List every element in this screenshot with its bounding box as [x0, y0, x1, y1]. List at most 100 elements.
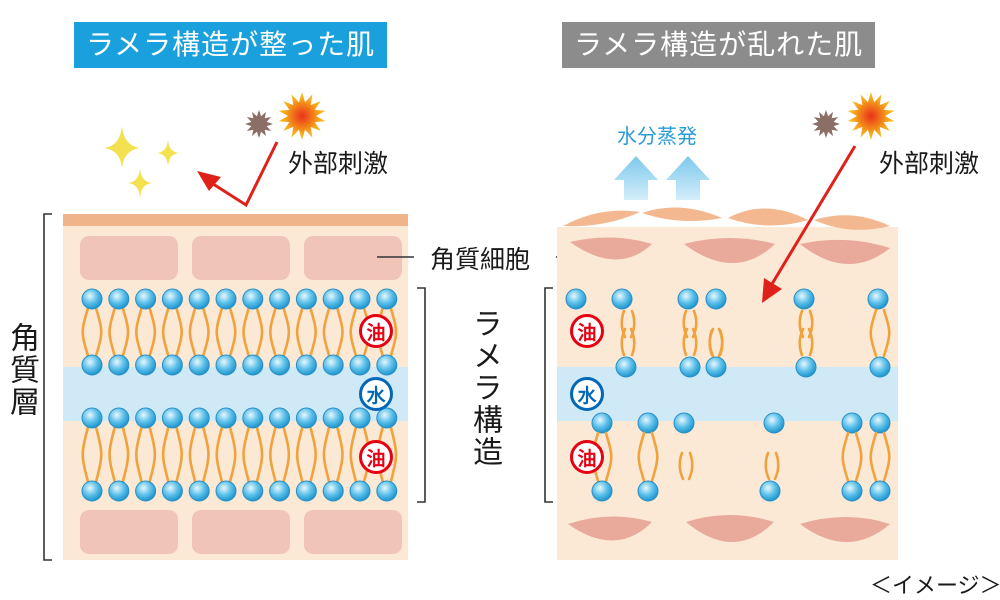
lipid-tail	[708, 327, 724, 357]
left-corneocyte	[80, 510, 178, 554]
right-corneocyte	[800, 517, 890, 542]
footnote-image-note: ＜イメージ＞	[870, 574, 1000, 599]
oil-badge-left-top: 油	[359, 314, 393, 348]
lipid-head	[215, 354, 237, 376]
sparkle-icon	[157, 140, 179, 166]
right-corneocyte	[570, 237, 652, 260]
lipid-tail	[637, 431, 659, 483]
lipid-head	[108, 407, 130, 429]
lipid-head	[269, 480, 291, 502]
label-corneocyte: 角質細胞	[430, 245, 531, 274]
right-corneocyte	[568, 516, 652, 541]
lipid-head	[565, 288, 587, 310]
lipid-tail	[81, 425, 103, 484]
lipid-head	[673, 412, 695, 434]
oil-badge-left-bottom: 油	[359, 440, 393, 474]
brown-burst-icon	[812, 110, 840, 138]
sparkle-icon	[104, 126, 140, 168]
lipid-tail	[81, 306, 103, 358]
lipid-tail	[295, 425, 317, 484]
lipid-head	[322, 354, 344, 376]
left-surface-layer	[63, 214, 408, 226]
lipid-tail	[242, 425, 264, 484]
left-corneocyte	[192, 510, 290, 554]
lipid-head	[161, 480, 183, 502]
lipid-tail	[161, 306, 183, 358]
lipid-head	[637, 480, 659, 502]
lipid-head	[161, 288, 183, 310]
lipid-head	[591, 480, 613, 502]
lipid-tail	[295, 306, 317, 358]
lipid-tail	[764, 451, 780, 481]
lipid-head	[108, 288, 130, 310]
lipid-head	[242, 288, 264, 310]
lipid-head	[349, 480, 371, 502]
lipid-tail	[869, 431, 891, 483]
lipid-head	[135, 288, 157, 310]
flake	[642, 207, 722, 222]
lipid-head	[763, 412, 785, 434]
lipid-tail	[135, 425, 157, 484]
lipid-head	[215, 480, 237, 502]
lipid-tail	[108, 306, 130, 358]
lipid-head	[867, 288, 889, 310]
lipid-head	[161, 407, 183, 429]
lipid-head	[611, 288, 633, 310]
lipid-head	[677, 288, 699, 310]
lipid-head	[637, 412, 659, 434]
lipid-head	[705, 356, 727, 378]
lipid-head	[295, 407, 317, 429]
title-healthy-skin: ラメラ構造が整った肌	[74, 22, 388, 68]
brown-burst-icon	[245, 110, 273, 138]
title-damaged-skin: ラメラ構造が乱れた肌	[562, 22, 876, 68]
lipid-tail	[269, 306, 291, 358]
lipid-head	[269, 354, 291, 376]
lipid-tail	[242, 306, 264, 358]
arrowhead-icon	[197, 171, 221, 191]
lipid-head	[215, 407, 237, 429]
lipid-tail	[322, 306, 344, 358]
lipid-tail	[215, 425, 237, 484]
arrowhead-icon	[762, 278, 782, 303]
lipid-tail	[215, 306, 237, 358]
water-badge-right: 水	[570, 377, 604, 411]
lipid-head	[759, 480, 781, 502]
lipid-tail	[135, 306, 157, 358]
oil-badge-right-bottom: 油	[570, 440, 604, 474]
lipid-head	[81, 407, 103, 429]
lipid-head	[269, 407, 291, 429]
lipid-head	[322, 480, 344, 502]
lipid-tail	[798, 327, 814, 357]
lipid-head	[81, 480, 103, 502]
lipid-head	[108, 354, 130, 376]
left-corneocyte	[80, 236, 178, 280]
lipid-head	[376, 354, 398, 376]
lipid-tail	[108, 425, 130, 484]
lipid-tail	[620, 327, 636, 357]
lipid-head	[135, 480, 157, 502]
right-corneocyte	[800, 239, 890, 265]
lipid-head	[135, 407, 157, 429]
lipid-head	[188, 407, 210, 429]
right-corneocyte	[686, 515, 774, 542]
lipid-head	[188, 354, 210, 376]
lipid-head	[215, 288, 237, 310]
lipid-head	[81, 288, 103, 310]
lipid-head	[108, 480, 130, 502]
lipid-head	[591, 412, 613, 434]
lipid-head	[188, 480, 210, 502]
right-lipid-bilayers	[565, 288, 891, 502]
label-water-evaporation: 水分蒸発	[617, 124, 697, 148]
flake	[814, 215, 890, 230]
lipid-head	[376, 480, 398, 502]
lipid-head	[269, 288, 291, 310]
label-horny-layer: 角質層	[4, 322, 39, 418]
lipid-head	[615, 356, 637, 378]
lipid-tail	[269, 425, 291, 484]
lipid-head	[161, 354, 183, 376]
flake	[728, 208, 808, 226]
lamellar-bracket-right	[544, 287, 553, 503]
lipid-head	[349, 407, 371, 429]
